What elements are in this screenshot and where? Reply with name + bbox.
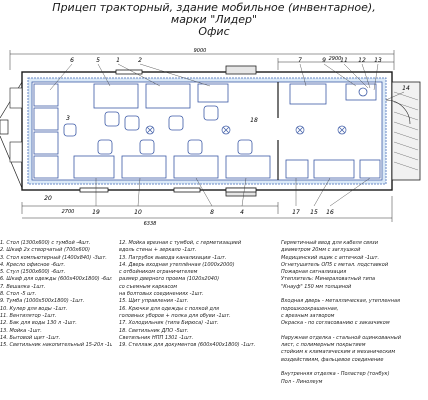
- legend-line: 11. Вентилятор -1шт.: [0, 312, 57, 319]
- legend-line: Пол - Линолеум: [281, 378, 323, 385]
- legend-line: Медицинский ящик с аптечкой -1шт.: [281, 254, 380, 261]
- legend-line: диаметром 20мм с заглушкой: [281, 247, 361, 254]
- legend-line: воздействиям, фальцевое соединение: [281, 356, 384, 363]
- floor-plan: 9000 2900: [0, 48, 421, 227]
- legend-line: Наружная отделка - стальной оцинкованный: [281, 334, 401, 341]
- legend-line: Светильник НПП 1301 -1шт.: [119, 334, 194, 341]
- legend-line: "Кнауф" 150 мм толщиной: [281, 283, 352, 290]
- callout-13: 13: [374, 57, 382, 64]
- callout-18: 18: [250, 117, 258, 124]
- right-frame: [391, 81, 421, 181]
- legend-line: на болтовых соединениях -1шт.: [119, 291, 204, 298]
- legend-line: 14. Бытовой щит -1шт.: [0, 334, 61, 341]
- legend-line: 12. Мойка врезная с тумбой, с герметизац…: [119, 240, 242, 246]
- legend-line: [281, 364, 428, 371]
- dimension-lower: [21, 196, 393, 222]
- legend-line: 5. Стул (1500х600) -6шт.: [0, 269, 66, 276]
- legend-line: 1. Стол (1300х600) с тумбой -4шт.: [0, 240, 91, 246]
- legend-line: 2. Шкаф 2х створчатый (700х600): [0, 247, 90, 254]
- legend-line: 7. Вешалка -1шт.: [0, 283, 46, 290]
- room-name: Офис: [198, 25, 230, 38]
- legend-line: лист, с полимерным покрытием: [281, 342, 366, 349]
- dimension-right-label: 2900: [329, 56, 342, 62]
- left-end-cabinet: [9, 87, 23, 163]
- callout-7: 7: [298, 57, 302, 64]
- legend-line: 6. Шкаф для одежды (600х400х1800) -6шт.: [0, 276, 112, 283]
- legend-column-1: 1. Стол (1300х600) с тумбой -4шт.2. Шкаф…: [0, 240, 112, 349]
- legend-line: Окраска - по согласованию с заказчиком: [281, 320, 390, 327]
- legend-line: Утеплитель: Минераловатный типа: [281, 276, 376, 283]
- callout-14: 14: [402, 85, 410, 92]
- legend-line: 18. Светильник ДПО -5шт.: [119, 327, 189, 334]
- legend-line: 15. Светильник накопительный 15-20л -1шт…: [0, 342, 112, 349]
- windows: [79, 69, 257, 193]
- callout-leaders: [49, 63, 405, 207]
- callout-5: 5: [96, 57, 100, 64]
- legend-line: [281, 291, 428, 298]
- legend-line: 14. Дверь входная утеплённая (1000х2000): [119, 261, 235, 268]
- legend-line: со съемным каркасом: [119, 283, 178, 290]
- legend-line: 12. Бак для воды 130 л -1шт.: [0, 320, 77, 327]
- dimension-overall: [9, 50, 395, 70]
- callout-10: 10: [134, 209, 142, 216]
- legend-line: 9. Тумба (1000х500х1800) -1шт.: [0, 298, 85, 305]
- legend-line: Пожарная сигнализация: [281, 269, 347, 276]
- legend-line: 8. Стол -5 шт.: [0, 291, 37, 298]
- drawing-title: Прицеп тракторный, здание мобильное (инв…: [52, 1, 376, 14]
- legend-line: 13. Мойка -1шт.: [0, 327, 42, 334]
- callout-16: 16: [326, 209, 334, 216]
- legend-line: порошкоокрашенная,: [281, 305, 339, 312]
- legend-column-2: 12. Мойка врезная с тумбой, с герметизац…: [119, 240, 279, 349]
- callout-15: 15: [310, 209, 318, 216]
- callout-3: 3: [66, 115, 70, 122]
- legend-line: размер дверного проема (1020х2040): [119, 276, 220, 283]
- legend-line: 17. Холодильник (типа Бирюса) -1шт.: [119, 320, 219, 327]
- callout-6: 6: [70, 57, 74, 64]
- drawing-subtitle: марки "Лидер": [170, 13, 258, 26]
- callout-9: 9: [322, 57, 326, 64]
- legend-line: Огнетушитель ОП5 с метал. подставкой: [281, 261, 389, 268]
- callout-8: 8: [210, 209, 214, 216]
- legend-line: 13. Патрубок вывода канализации -1шт.: [119, 254, 227, 261]
- dimension-right: [277, 58, 394, 70]
- callout-4: 4: [240, 209, 244, 216]
- dimension-left-label: 2700: [62, 209, 75, 215]
- dimension-middle-label: 6338: [144, 221, 157, 227]
- callout-2: 2: [138, 57, 142, 64]
- desks-top: [93, 83, 229, 109]
- legend-line: [281, 328, 428, 335]
- callout-1: 1: [116, 57, 120, 64]
- callout-17: 17: [292, 209, 300, 216]
- callout-12: 12: [358, 57, 366, 64]
- wardrobes: [33, 83, 59, 179]
- legend-line: 4. Кресло офисное -6шт.: [0, 261, 66, 268]
- office-chairs: [63, 105, 253, 155]
- door-swing-arc: [385, 99, 411, 125]
- legend-line: 15. Щит управления -1шт.: [119, 298, 189, 305]
- legend-line: Входная дверь - металлическая, утепленна…: [281, 298, 401, 305]
- legend-line: 3. Стол компьютерный (1400х840) -3шт.: [0, 254, 107, 261]
- desks-bottom: [73, 155, 271, 179]
- legend-line: головных уборов + полка для обуви -1шт.: [119, 312, 231, 319]
- legend-line: Внутренняя отделка - Поластер (тонбук): [281, 371, 390, 378]
- legend-line: с врезным затвором: [281, 312, 335, 319]
- right-block-fixtures: [285, 83, 381, 179]
- legend-line: с отбойником ограничителем: [119, 269, 198, 276]
- legend-line: 16. Крючки для одежды с полкой для: [119, 305, 220, 312]
- ceiling-lights: [145, 125, 347, 135]
- callout-20: 20: [44, 195, 52, 202]
- callout-11: 11: [340, 57, 348, 64]
- legend-line: Герметичный ввод для кабеля связи: [281, 240, 378, 246]
- callout-numbers: 6 5 1 2 7 9 11 12 13 14 19 10 8 4 17 15 …: [44, 57, 410, 216]
- dimension-overall-label: 9000: [194, 48, 207, 54]
- legend-line: вдоль стены + зеркало -1шт.: [119, 247, 197, 254]
- legend-line: стойким к климатическим и механическим: [281, 349, 396, 356]
- legend-line: 19. Стеллаж для документов (600х400х1800…: [119, 342, 256, 349]
- legend-line: 10. Кулер для воды -1шт.: [0, 305, 68, 312]
- callout-19: 19: [92, 209, 100, 216]
